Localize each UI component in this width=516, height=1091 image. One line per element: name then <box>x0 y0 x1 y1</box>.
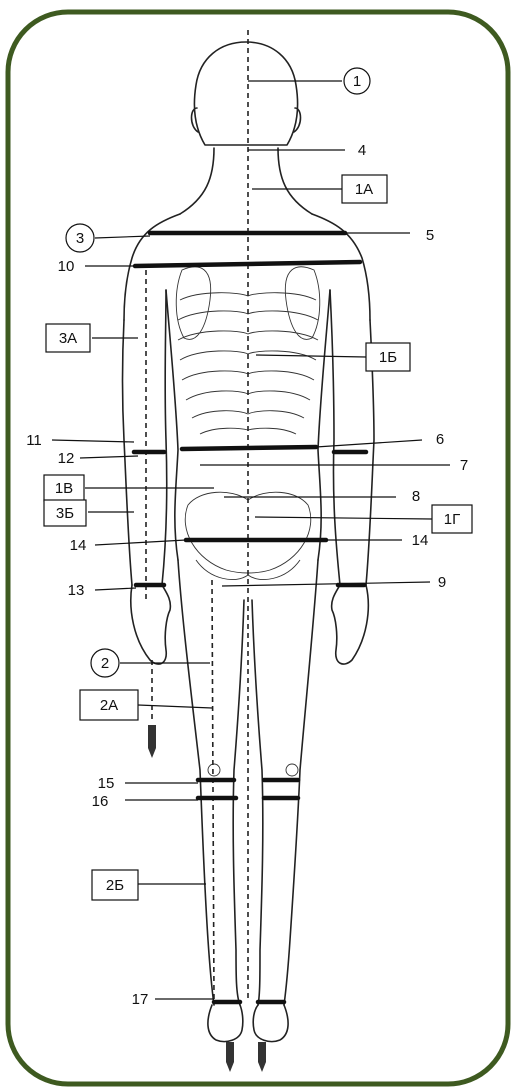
label-2: 2 <box>91 649 119 677</box>
label-9: 9 <box>438 574 446 591</box>
label-1v: 1В <box>44 475 84 501</box>
label-2b: 2Б <box>92 870 138 900</box>
label-8: 8 <box>412 488 420 505</box>
label-14-right: 14 <box>412 532 429 549</box>
label-1v-text: 1В <box>55 480 73 497</box>
label-3b-text: 3Б <box>56 505 74 522</box>
label-3: 3 <box>66 224 94 252</box>
label-14-left: 14 <box>70 537 87 554</box>
band-6-waist <box>182 447 316 449</box>
label-6: 6 <box>436 431 444 448</box>
label-4: 4 <box>358 142 366 159</box>
label-11: 11 <box>26 432 42 449</box>
label-3a-text: 3А <box>59 330 77 347</box>
label-3-text: 3 <box>76 230 84 247</box>
label-1: 1 <box>344 68 370 94</box>
label-1b-text: 1Б <box>379 349 397 366</box>
label-2-text: 2 <box>101 655 109 672</box>
label-2a-text: 2А <box>100 697 118 714</box>
label-16: 16 <box>92 793 109 810</box>
label-2b-text: 2Б <box>106 877 124 894</box>
label-1b: 1Б <box>366 343 410 371</box>
label-7: 7 <box>460 457 468 474</box>
label-12: 12 <box>58 450 75 467</box>
label-2a: 2А <box>80 690 138 720</box>
label-15: 15 <box>98 775 115 792</box>
label-10: 10 <box>58 258 75 275</box>
label-3b: 3Б <box>44 500 86 526</box>
label-13: 13 <box>68 582 85 599</box>
label-1a: 1А <box>342 175 387 203</box>
label-5: 5 <box>426 227 434 244</box>
label-1g-text: 1Г <box>444 511 460 528</box>
label-1a-text: 1А <box>355 181 373 198</box>
label-3a: 3А <box>46 324 90 352</box>
label-1g: 1Г <box>432 505 472 533</box>
label-1-text: 1 <box>353 73 361 90</box>
label-17: 17 <box>132 991 149 1008</box>
